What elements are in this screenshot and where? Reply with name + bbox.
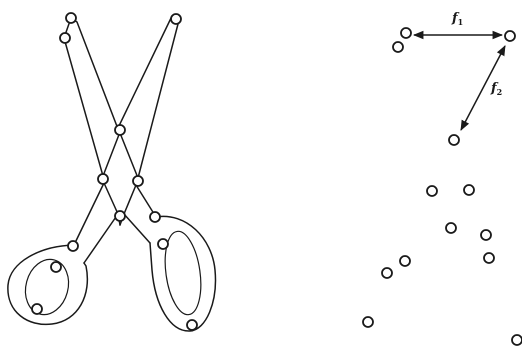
- f2-label: f2: [490, 81, 502, 97]
- scissors-point: [115, 211, 125, 221]
- pattern-point: [401, 28, 411, 38]
- pattern-point: [446, 223, 456, 233]
- pattern-point: [363, 317, 373, 327]
- pattern-point: [400, 256, 410, 266]
- scissors-left-handle-inner: [19, 255, 74, 320]
- scissors-point: [60, 33, 70, 43]
- pattern-point: [484, 253, 494, 263]
- scissors-point: [150, 212, 160, 222]
- scissors-point: [68, 241, 78, 251]
- pattern-point: [481, 230, 491, 240]
- point-pattern: f1 f2: [363, 11, 522, 345]
- pattern-point: [393, 42, 403, 52]
- scissors-point: [171, 14, 181, 24]
- scissors-point: [133, 176, 143, 186]
- scissors-left-blade: [64, 18, 120, 176]
- scissors-point: [66, 13, 76, 23]
- scissors-point: [32, 304, 42, 314]
- scissors-point: [115, 125, 125, 135]
- pattern-point: [427, 186, 437, 196]
- pattern-point: [449, 135, 459, 145]
- scissors-left-handle-outer: [8, 245, 88, 324]
- scissors-point: [51, 262, 61, 272]
- pattern-point: [505, 31, 515, 41]
- scissors-drawing: [8, 13, 216, 331]
- scissors-point: [158, 239, 168, 249]
- scissors-right-handle-outer: [150, 216, 215, 331]
- scissors-right-blade: [118, 16, 178, 178]
- pattern-point: [382, 268, 392, 278]
- pattern-point: [464, 185, 474, 195]
- scissors-point: [98, 174, 108, 184]
- f1-label: f1: [451, 11, 463, 27]
- scissors-point: [187, 320, 197, 330]
- pattern-point: [512, 335, 522, 345]
- scissors-left-handle-neck: [74, 183, 118, 263]
